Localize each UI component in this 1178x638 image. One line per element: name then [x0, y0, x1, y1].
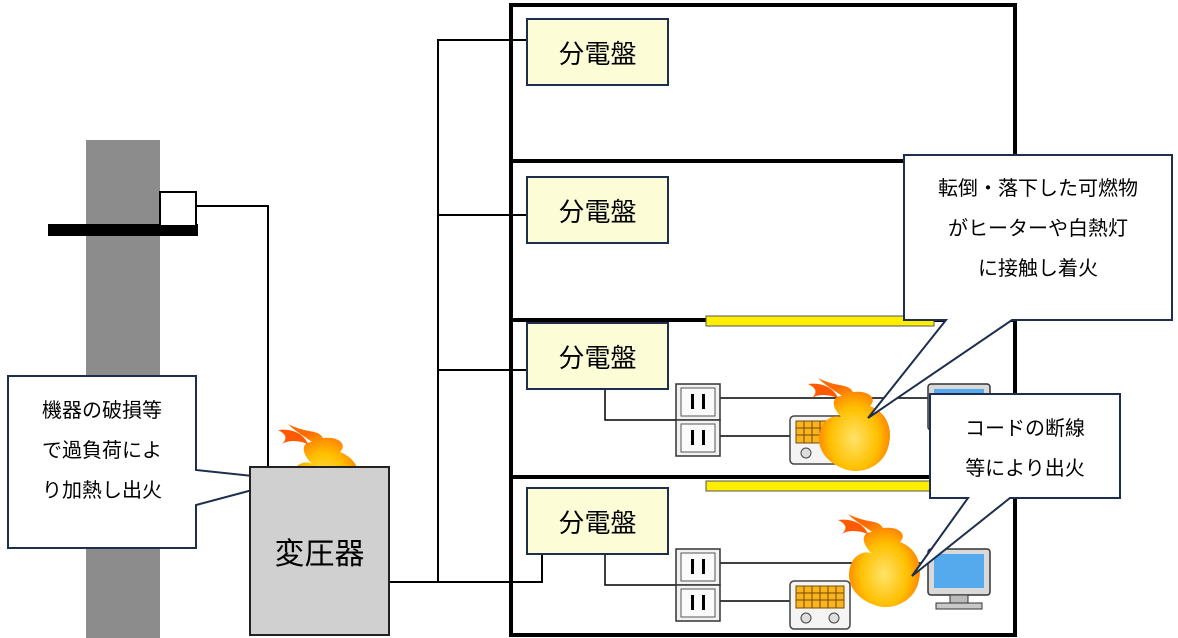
panel-label: 分電盤 — [558, 343, 637, 374]
callout-transformer-bubble — [7, 375, 291, 549]
callout-combustible-bubble — [867, 154, 1173, 419]
wire-floor3-outlet — [604, 390, 676, 421]
wire-panel-4 — [438, 554, 543, 583]
panel-label: 分電盤 — [558, 197, 637, 228]
callout-cord-bubble — [911, 393, 1121, 577]
distribution-panel-1: 分電盤 — [526, 18, 669, 86]
callout-line: 転倒・落下した可燃物 — [938, 176, 1138, 200]
callout-line: で過負荷によ — [42, 438, 162, 462]
callout-line: 等により出火 — [965, 456, 1085, 480]
heater-floor4 — [789, 580, 851, 630]
callout-combustible-text: 転倒・落下した可燃物 がヒーターや白熱灯 に接触し着火 — [904, 168, 1172, 288]
callout-line: コードの断線 — [965, 416, 1085, 440]
callout-line: に接触し着火 — [978, 256, 1098, 280]
panel-label: 分電盤 — [558, 39, 637, 70]
monitor-floor4 — [927, 548, 991, 610]
wire-pole-to-transformer — [196, 205, 269, 468]
callout-line: 機器の破損等 — [42, 398, 162, 422]
wire-transformer-out — [390, 39, 528, 583]
distribution-panel-3: 分電盤 — [526, 322, 669, 390]
outlet-floor4-top — [675, 548, 721, 586]
ceiling-light-floor3 — [705, 315, 935, 327]
pole-transformer-box — [159, 191, 197, 227]
transformer: 変圧器 — [249, 466, 390, 636]
callout-transformer-text: 機器の破損等 で過負荷によ り加熱し出火 — [8, 390, 196, 510]
outlet-floor3-top — [675, 383, 721, 421]
outlet-floor4-bottom — [675, 584, 721, 622]
wire-floor4-outlet — [604, 555, 676, 586]
transformer-label: 変圧器 — [274, 537, 365, 572]
distribution-panel-2: 分電盤 — [526, 176, 669, 244]
callout-cord-text: コードの断線 等により出火 — [930, 408, 1120, 488]
distribution-panel-4: 分電盤 — [526, 487, 669, 555]
outlet-floor3-bottom — [675, 419, 721, 457]
panel-label: 分電盤 — [558, 508, 637, 539]
ceiling-light-floor4 — [705, 480, 935, 492]
callout-line: がヒーターや白熱灯 — [948, 216, 1128, 240]
callout-line: り加熱し出火 — [42, 478, 162, 502]
